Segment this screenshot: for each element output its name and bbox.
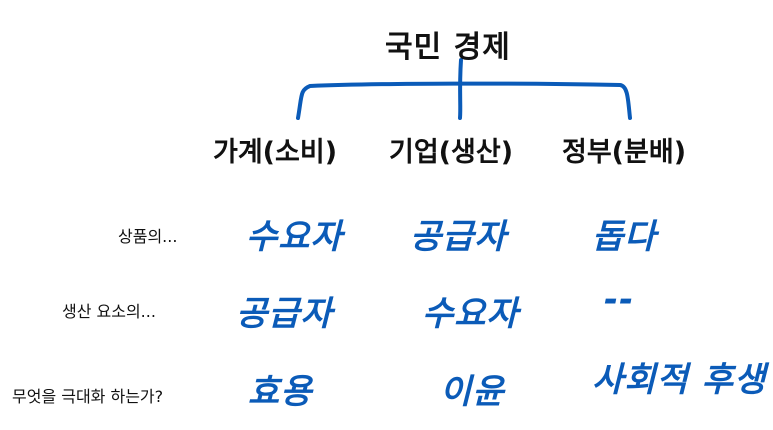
cell-maximize-firms: 이윤 [440,372,505,412]
row-label-factors: 생산 요소의... [62,302,156,321]
row-label-goods: 상품의... [118,227,178,246]
cell-goods-government: 돕다 [592,217,657,257]
cell-factors-firms: 수요자 [422,294,519,334]
cell-factors-households: 공급자 [236,294,333,334]
connector-stem [458,58,463,120]
column-header-households: 가계(소비) [213,137,338,168]
cell-maximize-government: 사회적 후생 [592,360,767,400]
column-header-firms: 기업(생산) [389,137,514,168]
cell-goods-households: 수요자 [246,217,343,257]
cell-factors-government: -- [604,280,635,320]
cell-goods-firms: 공급자 [410,217,507,257]
cell-maximize-households: 효용 [248,372,313,412]
diagram-title: 국민 경제 [385,30,511,65]
connector-bar [296,81,632,120]
column-header-government: 정부(분배) [562,137,687,168]
row-label-maximize: 무엇을 극대화 하는가? [12,387,164,406]
